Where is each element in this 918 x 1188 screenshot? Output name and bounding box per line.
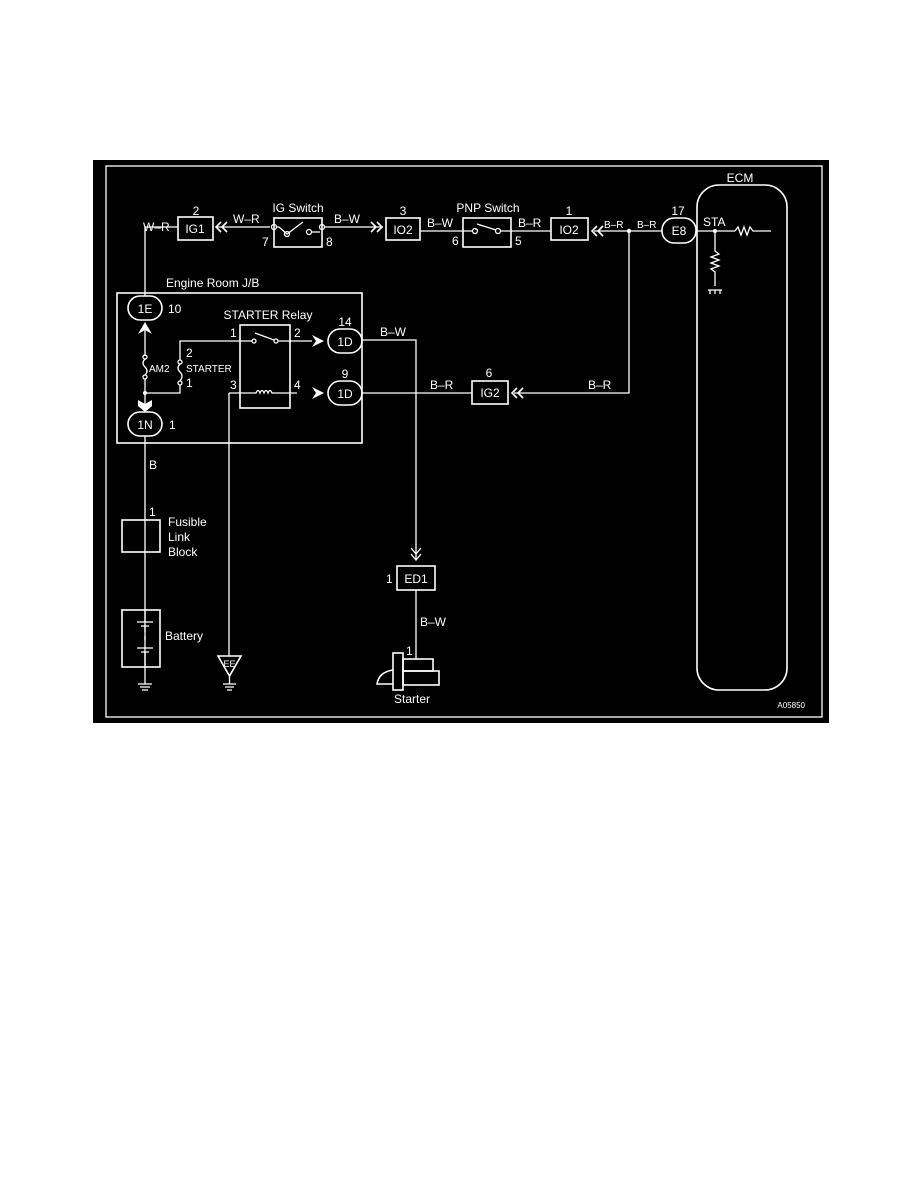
connector-arrow-icon: [138, 322, 152, 334]
pin-label: 4: [294, 378, 301, 392]
connector-1e: [127, 295, 163, 321]
connector-io2: [550, 217, 589, 241]
pin-label: 1: [406, 644, 413, 658]
relay-switch-icon: [232, 332, 312, 342]
connector-label: ED1: [404, 572, 428, 586]
pin-label: 1: [566, 204, 573, 218]
battery-icon: [137, 610, 153, 666]
pin-label: 1: [169, 418, 176, 432]
wire-label: W–R: [233, 212, 260, 226]
pnp-switch: [462, 217, 512, 248]
connector-label: 1D: [337, 335, 353, 349]
pin-label: 8: [326, 235, 333, 249]
component-label: ECM: [727, 171, 754, 185]
component-label: Fusible: [168, 515, 207, 529]
diagram-background: [93, 160, 829, 723]
connector-label: 1N: [137, 418, 152, 432]
wire-label: B–R: [604, 220, 623, 231]
ig-switch: [273, 217, 323, 248]
figure-id: A05850: [777, 701, 805, 710]
ground-icon: [223, 676, 236, 691]
pin-label: 10: [168, 302, 182, 316]
connector-arrow-icon: [410, 547, 422, 562]
wire-label: B–R: [637, 220, 656, 231]
connector-label: IG1: [185, 222, 205, 236]
pin-label: 2: [294, 326, 301, 340]
component-label: Battery: [165, 629, 203, 643]
resistor-icon: [734, 225, 771, 237]
connector-arrow-icon: [312, 387, 324, 399]
connector-io2: [385, 217, 421, 241]
resistor-icon: [709, 231, 721, 286]
relay-coil-icon: [229, 389, 297, 395]
connector-arrow-icon: [370, 221, 384, 233]
pin-label: 17: [671, 204, 685, 218]
wire-label: B–R: [588, 378, 612, 392]
pin-label: 14: [338, 315, 352, 329]
fuse-label: STARTER: [186, 364, 232, 375]
pin-label: 5: [515, 234, 522, 248]
component-label: Block: [168, 545, 198, 559]
connector-ig1: [177, 216, 214, 241]
starter-motor-icon: [376, 652, 440, 691]
fuse-label: AM2: [149, 364, 170, 375]
wire-label: B: [149, 458, 157, 472]
pin-label: 1: [186, 376, 193, 390]
ground-icon: [138, 683, 152, 691]
connector-label: 1E: [138, 302, 153, 316]
ground-label: EE: [223, 659, 235, 669]
connector-label: IO2: [393, 223, 413, 237]
fuse-icon: [142, 358, 148, 376]
component-label: PNP Switch: [456, 201, 519, 215]
ground-ee-icon: [216, 655, 243, 678]
chassis-ground-icon: [708, 289, 722, 294]
connector-label: E8: [672, 224, 687, 238]
connector-arrow-icon: [312, 335, 324, 347]
component-label: Link: [168, 530, 191, 544]
connector-1d: [327, 328, 363, 354]
terminal-label: STA: [703, 215, 725, 229]
pin-label: 6: [486, 366, 493, 380]
pin-label: 2: [186, 346, 193, 360]
starter-relay: [239, 324, 291, 409]
connector-label: 1D: [337, 387, 353, 401]
component-label: Starter: [394, 692, 430, 706]
engine-room-jb: Engine Room J/B 1E 10 AM2 2 STARTER 1 1N…: [116, 276, 363, 444]
wire-label: B–W: [420, 615, 447, 629]
connector-label: IG2: [480, 386, 500, 400]
wire-label: W–R: [143, 220, 170, 234]
top-wire-run: W–R IG1 2 W–R IG Switch 7 8 B–W IO2 3 B–…: [143, 201, 697, 296]
wire-label: B–W: [334, 212, 361, 226]
pin-label: 6: [452, 234, 459, 248]
wire-label: B–W: [427, 216, 454, 230]
battery: [121, 609, 161, 668]
fuse-icon: [177, 363, 183, 382]
pin-label: 3: [230, 378, 237, 392]
wire-label: B–R: [518, 216, 542, 230]
component-label: STARTER Relay: [224, 308, 313, 322]
component-label: Engine Room J/B: [166, 276, 259, 290]
diagram-border: [105, 165, 823, 718]
pin-label: 9: [342, 367, 349, 381]
pin-label: 7: [262, 235, 269, 249]
pin-label: 1: [149, 505, 156, 519]
connector-label: IO2: [559, 223, 579, 237]
connector-arrow-icon: [138, 400, 152, 412]
pin-label: 1: [386, 572, 393, 586]
wire-label: B–W: [380, 325, 407, 339]
pin-label: 3: [400, 204, 407, 218]
wire-label: B–R: [430, 378, 454, 392]
component-label: IG Switch: [272, 201, 323, 215]
fusible-link-block: [121, 519, 161, 553]
connector-ig2: [471, 380, 509, 405]
pin-label: 1: [230, 326, 237, 340]
ecm: ECM STA: [696, 171, 788, 691]
pin-label: 2: [193, 204, 200, 218]
